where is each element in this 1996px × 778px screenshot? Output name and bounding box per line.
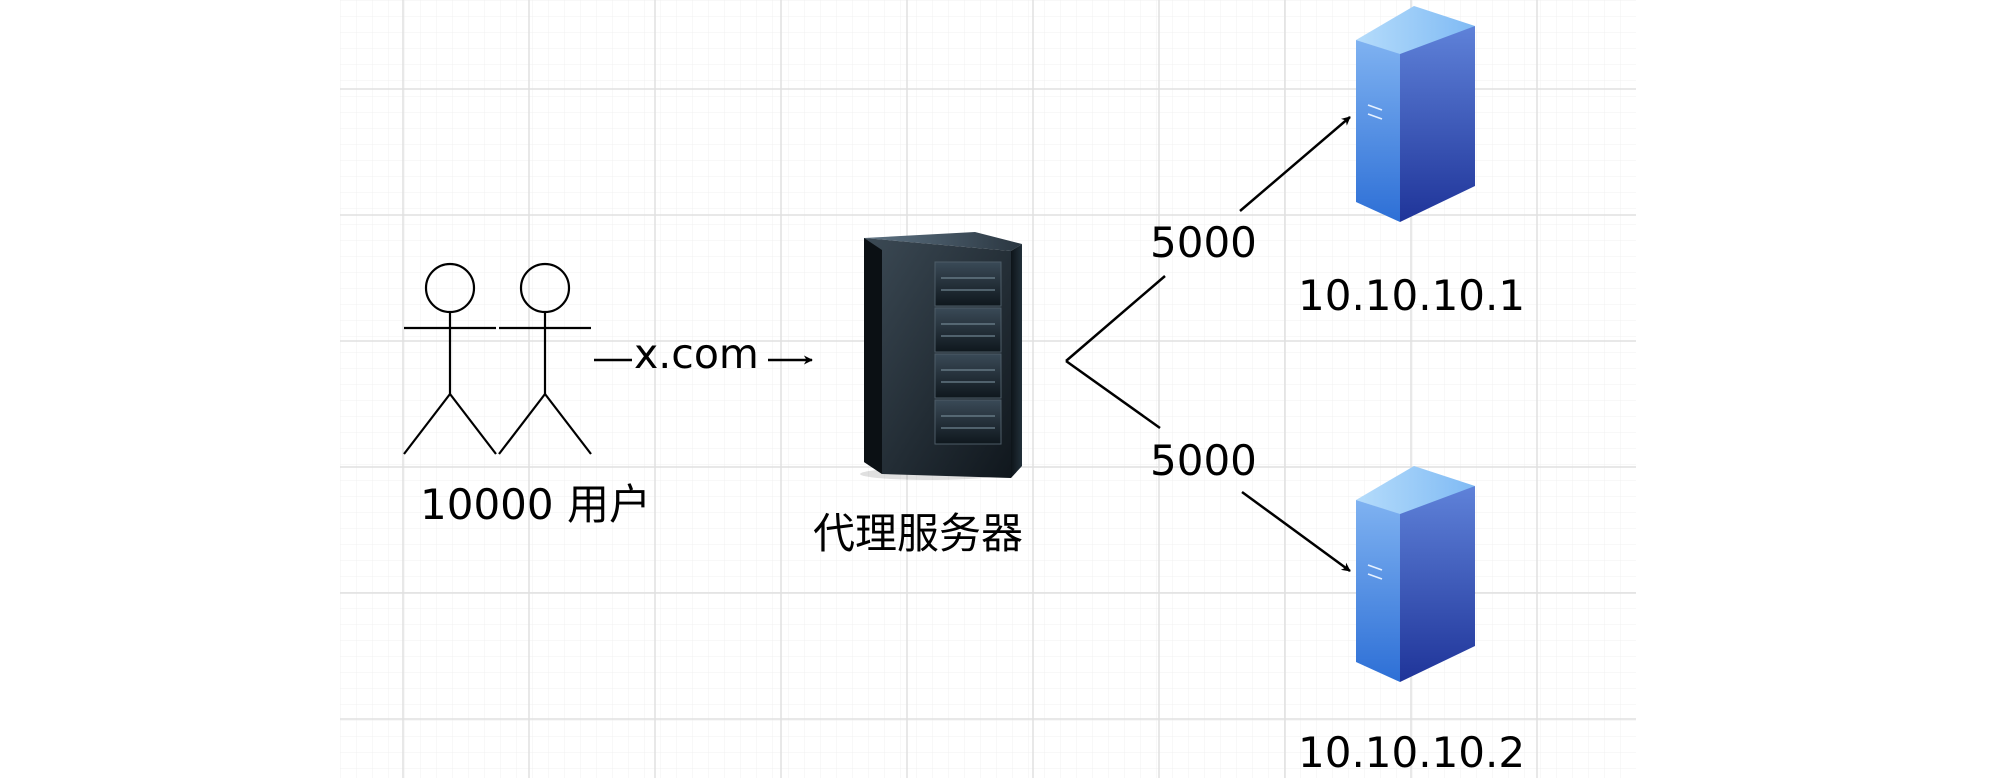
branch-bottom-label[interactable]: 5000 bbox=[1150, 436, 1257, 485]
connector-proxy-server1[interactable] bbox=[1065, 116, 1351, 362]
server-1-icon[interactable] bbox=[1356, 6, 1475, 222]
stick-figure-left bbox=[403, 262, 497, 455]
server-2-ip-label: 10.10.10.2 bbox=[1298, 728, 1526, 777]
proxy-server-label: 代理服务器 bbox=[813, 509, 1024, 558]
proxy-server-icon[interactable] bbox=[860, 232, 1022, 480]
server-1-ip-label: 10.10.10.1 bbox=[1298, 271, 1526, 320]
connector-proxy-server2[interactable] bbox=[1065, 359, 1351, 573]
users-icon[interactable] bbox=[403, 262, 592, 455]
server-2-icon[interactable] bbox=[1356, 466, 1475, 682]
users-label: 10000 用户 bbox=[420, 480, 651, 529]
branch-top-label[interactable]: 5000 bbox=[1150, 218, 1257, 267]
stick-figure-right bbox=[498, 262, 592, 455]
link-domain-label[interactable]: x.com bbox=[634, 330, 759, 378]
